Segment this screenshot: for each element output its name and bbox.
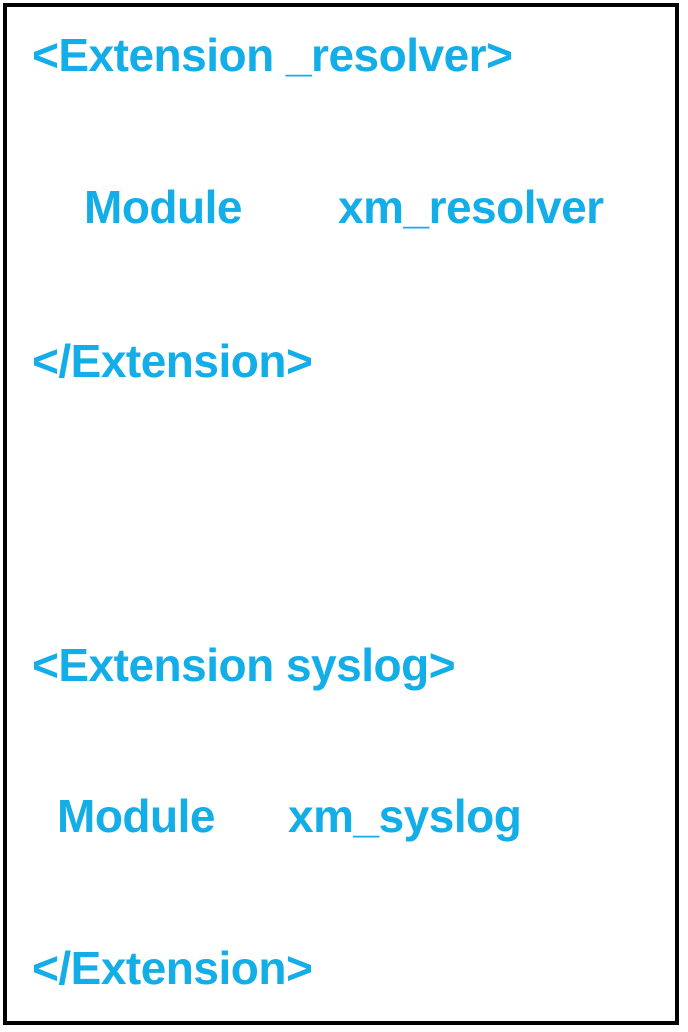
syslog-extension-open-tag: <Extension syslog> xyxy=(32,639,456,691)
resolver-extension-open-tag: <Extension _resolver> xyxy=(32,29,513,81)
content-frame-border xyxy=(3,3,679,1025)
syslog-module-key: Module xyxy=(57,790,215,842)
syslog-module-value: xm_syslog xyxy=(288,790,522,842)
resolver-extension-close-tag: </Extension> xyxy=(32,335,313,387)
resolver-module-value: xm_resolver xyxy=(338,181,604,233)
syslog-extension-close-tag: </Extension> xyxy=(32,942,313,994)
resolver-module-key: Module xyxy=(84,181,242,233)
